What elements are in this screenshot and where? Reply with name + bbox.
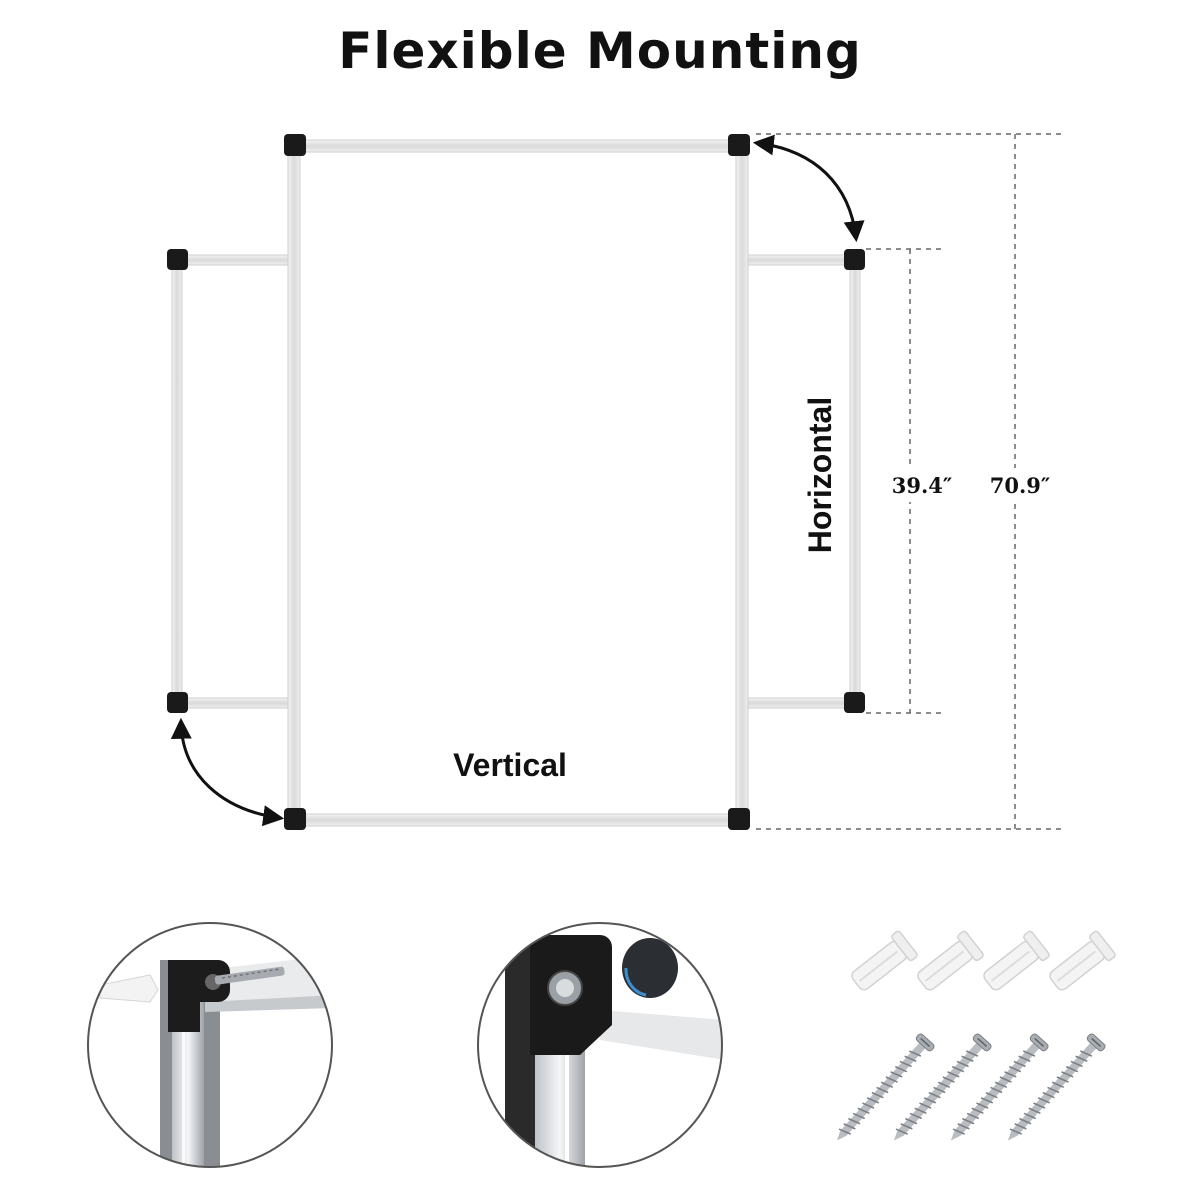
screw-icon bbox=[1007, 1033, 1106, 1141]
magnet-button-icon bbox=[622, 938, 678, 998]
mounting-accessories bbox=[836, 930, 1116, 1141]
whiteboard-left-outline bbox=[167, 249, 289, 713]
horizontal-label: Horizontal bbox=[802, 397, 838, 553]
corner-cap-icon bbox=[284, 808, 306, 830]
wall-anchor-icon bbox=[983, 930, 1050, 991]
rotate-arrow-icon bbox=[170, 717, 285, 827]
whiteboard-horizontal-outline bbox=[747, 249, 865, 713]
whiteboard-vertical bbox=[284, 134, 750, 830]
wall-anchor-icon bbox=[1049, 930, 1116, 991]
detail-screw-mount bbox=[87, 922, 333, 1168]
screw-icon bbox=[214, 966, 285, 985]
vertical-label: Vertical bbox=[453, 747, 567, 783]
rotate-arrow-icon bbox=[752, 134, 865, 243]
inner-dimension-label: 39.4″ bbox=[892, 473, 953, 498]
outer-dimension-label: 70.9″ bbox=[990, 473, 1051, 498]
wall-anchor-icon bbox=[851, 930, 918, 991]
screw-icon bbox=[950, 1033, 1049, 1141]
corner-cap-icon bbox=[728, 134, 750, 156]
corner-cap-icon bbox=[844, 692, 865, 713]
page-title: Flexible Mounting bbox=[338, 22, 862, 80]
corner-cap-icon bbox=[167, 249, 188, 270]
detail-corner-magnet bbox=[477, 922, 723, 1168]
corner-cap-icon bbox=[728, 808, 750, 830]
corner-cap-icon bbox=[167, 692, 188, 713]
corner-cap-icon bbox=[844, 249, 865, 270]
screw-icon bbox=[836, 1033, 935, 1141]
screw-icon bbox=[893, 1033, 992, 1141]
corner-cap-icon bbox=[284, 134, 306, 156]
wall-anchor-icon bbox=[99, 974, 159, 1003]
wall-anchor-icon bbox=[917, 930, 984, 991]
